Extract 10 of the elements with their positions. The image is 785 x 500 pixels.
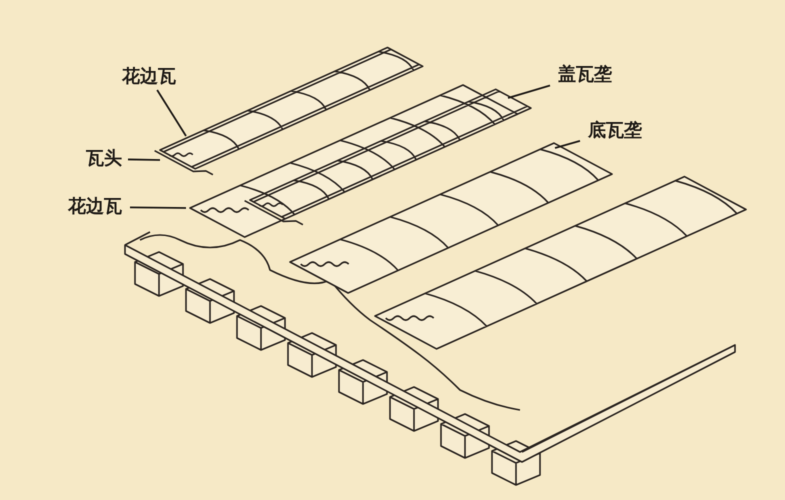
part-label: 瓦头 bbox=[86, 150, 122, 168]
leader-line bbox=[128, 158, 160, 161]
part-label: 盖瓦垄 bbox=[558, 66, 612, 84]
part-label: 花边瓦 bbox=[68, 198, 122, 216]
leader-line bbox=[156, 90, 187, 136]
leader-line bbox=[130, 206, 186, 209]
part-label: 底瓦垄 bbox=[588, 122, 642, 140]
leader-line bbox=[508, 84, 550, 99]
part-label: 花边瓦 bbox=[122, 68, 176, 86]
leader-line bbox=[554, 140, 580, 149]
